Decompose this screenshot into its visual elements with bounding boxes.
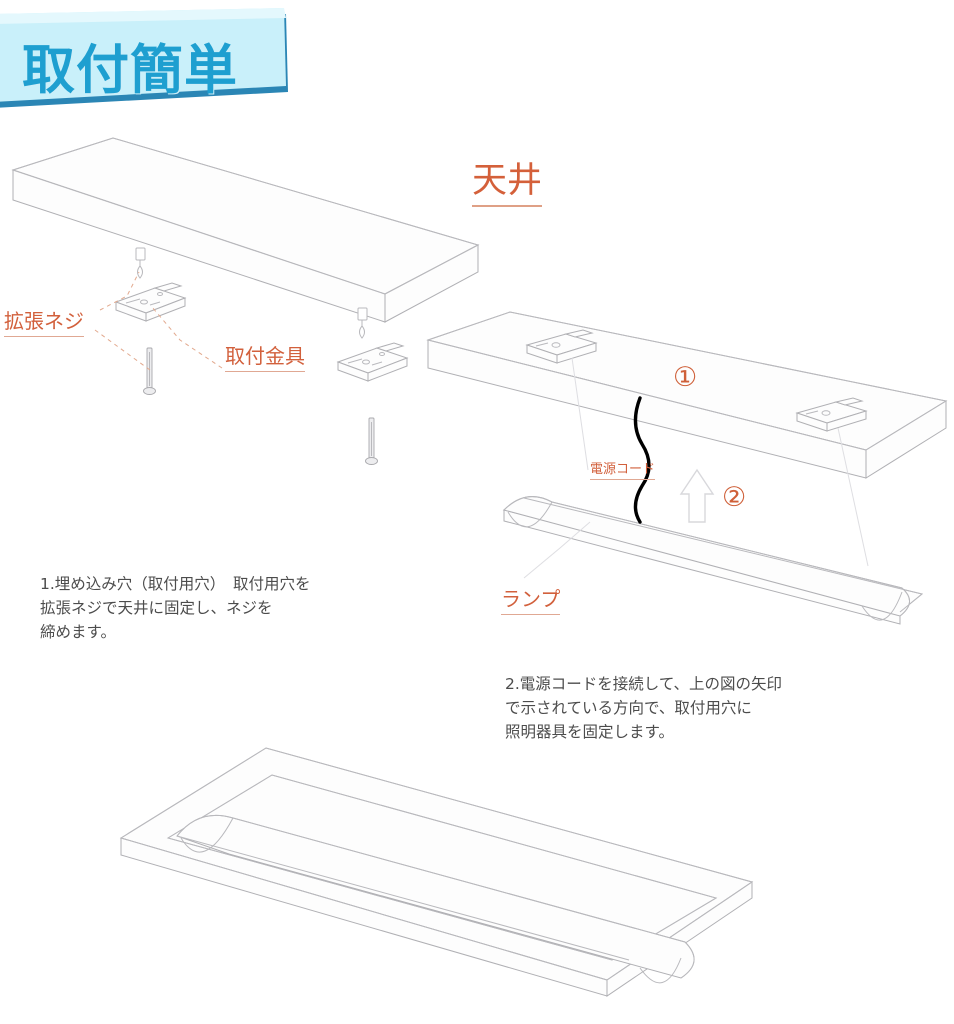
banner-title: 取付簡単 (22, 40, 238, 101)
title-banner: 取付簡単 (0, 8, 310, 112)
alignment-guide-right (837, 427, 869, 567)
leader-mounting-bracket (151, 306, 223, 369)
label-power-cord: 電源コード (590, 458, 656, 480)
label-lamp: ランプ (501, 583, 561, 615)
power-cord-line (633, 396, 651, 524)
expansion-screw-right (365, 417, 378, 465)
up-arrow (679, 468, 715, 523)
alignment-guide-left (571, 357, 589, 471)
ceiling-panel-middle (426, 311, 948, 479)
label-expansion-screw: 拡張ネジ (4, 305, 84, 337)
mounting-bracket-attached-left (525, 329, 598, 364)
instruction-step-1: 1.埋め込み穴（取付用穴） 取付用穴を 拡張ネジで天井に固定し、ネジを 締めます… (40, 575, 311, 642)
mounting-bracket-attached-right (795, 397, 868, 432)
label-mounting-bracket: 取付金具 (225, 340, 305, 372)
installed-fixture (119, 747, 754, 997)
instruction-step-2: 2.電源コードを接続して、上の図の矢印 で示されている方向で、取付用穴に 照明器… (505, 675, 783, 742)
leader-lamp (523, 521, 591, 579)
step-marker-two: ② (722, 482, 747, 513)
expansion-screw-left (143, 347, 156, 395)
banner-shape (0, 8, 288, 108)
panel-hole-pin-right (357, 307, 368, 339)
ceiling-panel-upper (11, 137, 480, 323)
leader-expansion-screw-2 (94, 329, 151, 371)
label-ceiling: 天井 (472, 152, 543, 207)
mounting-bracket-right (336, 342, 409, 382)
mounting-bracket-left (114, 282, 187, 322)
lamp-fixture (502, 496, 924, 625)
panel-hole-pin-left (135, 247, 146, 279)
step-marker-one: ① (673, 362, 698, 393)
leader-expansion-screw (99, 271, 140, 311)
